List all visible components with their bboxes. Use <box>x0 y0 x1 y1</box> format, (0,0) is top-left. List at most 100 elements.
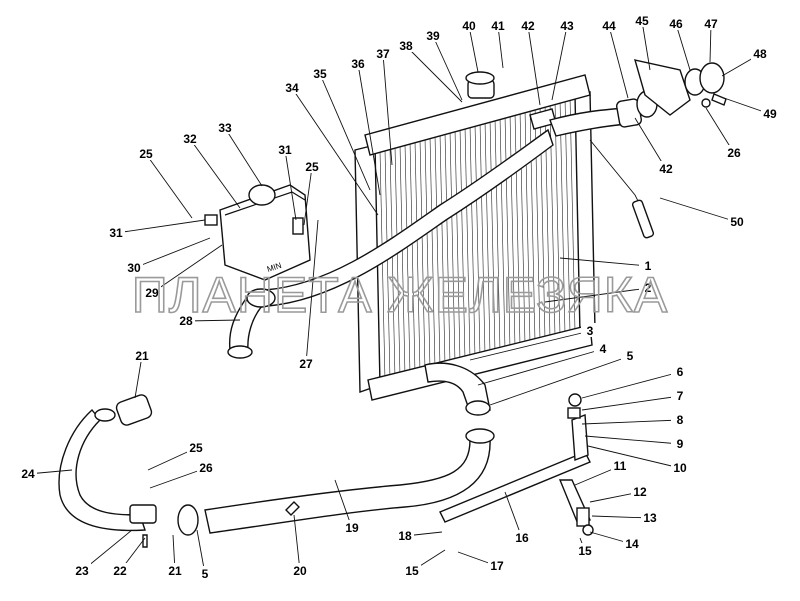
callout-bg-47 <box>702 16 720 30</box>
callout-bg-42 <box>657 161 675 175</box>
leader-line-7 <box>581 395 681 411</box>
callout-28: 28 <box>179 314 193 328</box>
callout-bg-41 <box>489 18 507 32</box>
leader-line-47 <box>709 23 712 63</box>
callout-bg-22 <box>111 563 129 577</box>
upper-hose-assembly <box>549 59 727 137</box>
callout-13: 13 <box>643 511 657 525</box>
callout-49: 49 <box>763 107 777 121</box>
radiator-fin <box>479 122 486 355</box>
callout-47: 47 <box>704 17 718 31</box>
callout-12: 12 <box>633 485 647 499</box>
radiator-fin <box>504 114 511 349</box>
sensor-cable <box>589 139 655 239</box>
callout-27: 27 <box>299 357 313 371</box>
leader-line-21 <box>134 355 143 399</box>
radiator-fin <box>424 137 431 370</box>
leader-line-39 <box>432 35 463 101</box>
leader-line-44 <box>608 25 629 99</box>
callout-46: 46 <box>669 17 683 31</box>
leader-line-42 <box>527 25 541 106</box>
callout-bg-13 <box>641 510 659 524</box>
radiator-fin <box>384 149 391 380</box>
radiator-fin <box>559 99 566 334</box>
sensor-bracket-10 <box>571 414 589 461</box>
callout-9: 9 <box>677 437 684 451</box>
callout-bg-23 <box>73 563 91 577</box>
callout-26: 26 <box>199 461 213 475</box>
callout-32: 32 <box>183 132 197 146</box>
callout-bg-21 <box>166 563 184 577</box>
connector-23 <box>129 504 157 524</box>
radiator-fin <box>484 120 491 354</box>
radiator <box>354 71 596 401</box>
callout-2: 2 <box>645 281 652 295</box>
callout-bg-34 <box>283 80 301 94</box>
radiator-top-tank <box>364 74 591 156</box>
callout-15: 15 <box>578 544 592 558</box>
leader-line-6 <box>581 371 681 399</box>
callout-bg-20 <box>291 563 309 577</box>
callout-19: 19 <box>345 521 359 535</box>
callout-10: 10 <box>673 461 687 475</box>
callout-bg-24 <box>19 466 37 480</box>
callout-bg-11 <box>611 458 629 472</box>
hose-end-28 <box>227 345 253 359</box>
radiator-fin <box>474 123 481 357</box>
radiator-fin <box>569 96 576 332</box>
callout-bg-25 <box>303 159 321 173</box>
callout-25: 25 <box>305 160 319 174</box>
callout-40: 40 <box>462 19 476 33</box>
radiator-fin <box>499 116 506 350</box>
leader-line-9 <box>584 435 681 445</box>
callout-25: 25 <box>139 147 153 161</box>
callout-bg-2 <box>639 280 657 294</box>
callout-3: 3 <box>587 324 594 338</box>
callout-bg-45 <box>633 13 651 27</box>
callout-43: 43 <box>560 19 574 33</box>
callout-11: 11 <box>614 459 627 473</box>
leader-line-25 <box>145 153 193 219</box>
callout-36: 36 <box>351 57 365 71</box>
callout-44: 44 <box>602 19 616 33</box>
radiator-fin <box>404 143 411 375</box>
leader-line-36 <box>357 63 381 196</box>
leader-line-31 <box>115 219 206 234</box>
radiator-fin <box>419 139 426 371</box>
leader-line-13 <box>591 515 651 519</box>
callout-bg-46 <box>667 16 685 30</box>
callout-bg-10 <box>671 460 689 474</box>
leader-line-1 <box>559 257 649 267</box>
callout-bg-5 <box>196 566 214 580</box>
callout-bg-25 <box>187 440 205 454</box>
callout-50: 50 <box>730 215 744 229</box>
bottom-hose-assembly <box>58 394 157 548</box>
callout-bg-36 <box>349 56 367 70</box>
watermark-text: ПЛАНЕТА ЖЕЛЕЗЯКА <box>132 267 668 323</box>
radiator-fin <box>509 113 516 347</box>
hose-clamp-28 <box>246 288 276 308</box>
leader-line-8 <box>581 419 681 425</box>
radiator-fin <box>439 133 446 366</box>
radiator-fin <box>414 140 421 372</box>
callout-41: 41 <box>491 19 505 33</box>
callout-29: 29 <box>145 286 159 300</box>
leader-line-32 <box>189 138 241 209</box>
bracket-strip-16 <box>439 451 591 523</box>
callout-31: 31 <box>109 226 123 240</box>
callout-bg-27 <box>297 356 315 370</box>
radiator-fin <box>449 130 456 363</box>
callout-bg-29 <box>143 285 161 299</box>
leader-line-33 <box>224 127 263 187</box>
radiator-fin <box>399 144 406 376</box>
callout-bg-17 <box>488 558 506 572</box>
callout-bg-26 <box>197 460 215 474</box>
callout-bg-12 <box>631 484 649 498</box>
callout-bg-18 <box>396 528 414 542</box>
callout-bg-39 <box>424 28 442 42</box>
radiator-lower-outlet <box>424 362 491 416</box>
leader-line-50 <box>659 197 738 223</box>
radiator-fin <box>434 134 441 367</box>
radiator-fin <box>394 146 401 377</box>
callout-bg-15 <box>403 563 421 577</box>
